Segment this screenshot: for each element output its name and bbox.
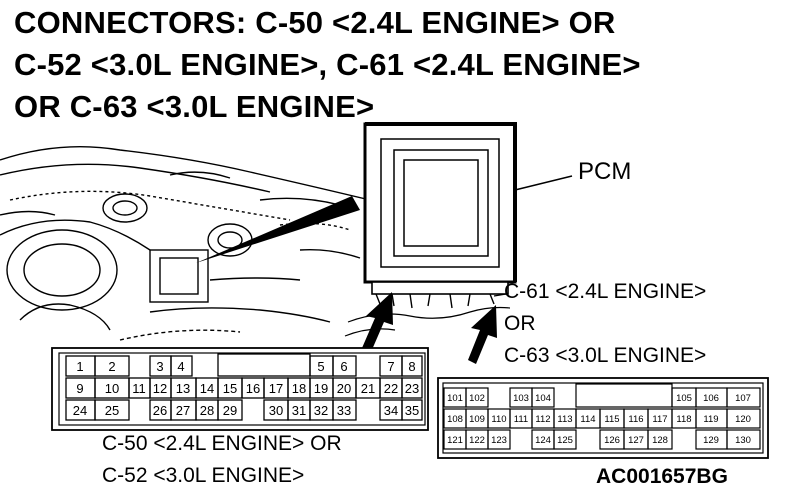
right-pin-119: 119 xyxy=(703,414,718,425)
right-pin-116: 116 xyxy=(628,414,643,425)
left-pin-24: 24 xyxy=(73,403,87,418)
left-pin-19: 19 xyxy=(314,381,328,396)
left-pin-27: 27 xyxy=(176,403,190,418)
left-pin-5: 5 xyxy=(317,359,324,374)
arrow-right-connector xyxy=(468,305,497,364)
arrow-left-connector xyxy=(362,292,393,352)
right-pin-123: 123 xyxy=(491,435,507,446)
right-pin-120: 120 xyxy=(735,414,751,425)
left-pin-10: 10 xyxy=(105,381,119,396)
left-pin-18: 18 xyxy=(292,381,306,396)
left-connector-label-2: C-52 <3.0L ENGINE> xyxy=(102,464,305,487)
right-pin-114: 114 xyxy=(580,414,595,425)
left-pin-16: 16 xyxy=(246,381,260,396)
title-line-3: OR C-63 <3.0L ENGINE> xyxy=(14,89,375,124)
left-pin-8: 8 xyxy=(408,359,415,374)
left-pin-31: 31 xyxy=(292,403,306,418)
right-pin-101: 101 xyxy=(447,393,463,404)
right-pin-105: 105 xyxy=(676,393,692,404)
right-pin-128: 128 xyxy=(652,435,668,446)
right-pin-107: 107 xyxy=(735,393,751,404)
right-pin-118: 118 xyxy=(676,414,691,425)
right-pin-112: 112 xyxy=(535,414,550,425)
left-pin-29: 29 xyxy=(223,403,237,418)
left-pin-15: 15 xyxy=(223,381,237,396)
left-pin-12: 12 xyxy=(153,381,167,396)
left-pin-14: 14 xyxy=(200,381,214,396)
left-pin-32: 32 xyxy=(314,403,328,418)
right-pin-110: 110 xyxy=(491,414,506,425)
right-connector-label-1: C-61 <2.4L ENGINE> xyxy=(504,280,707,303)
right-pin-104: 104 xyxy=(535,393,551,404)
right-pin-103: 103 xyxy=(513,393,529,404)
left-connector-label-1: C-50 <2.4L ENGINE> OR xyxy=(102,432,342,455)
dashboard-sketch xyxy=(0,145,371,341)
left-pin-4: 4 xyxy=(177,359,184,374)
left-pin-7: 7 xyxy=(387,359,394,374)
left-pin-17: 17 xyxy=(269,381,283,396)
left-pin-22: 22 xyxy=(384,381,398,396)
right-pin-122: 122 xyxy=(469,435,485,446)
left-pin-3: 3 xyxy=(156,359,163,374)
right-connector-label-or: OR xyxy=(504,312,536,335)
right-pin-124: 124 xyxy=(535,435,551,446)
left-pin-11: 11 xyxy=(132,381,146,396)
left-pin-34: 34 xyxy=(384,403,398,418)
title-line-2: C-52 <3.0L ENGINE>, C-61 <2.4L ENGINE> xyxy=(14,47,641,82)
left-pin-35: 35 xyxy=(405,403,419,418)
title-line-1: CONNECTORS: C-50 <2.4L ENGINE> OR xyxy=(14,5,616,40)
pointer-wedge xyxy=(196,196,360,263)
right-pin-106: 106 xyxy=(703,393,719,404)
right-pin-125: 125 xyxy=(557,435,573,446)
left-connector-face: 1 2 3 4 5 6 7 8 9 10 11 12 13 14 15 16 1… xyxy=(51,347,429,431)
pcm-label: PCM xyxy=(578,158,632,185)
right-pin-109: 109 xyxy=(469,414,485,425)
right-pin-115: 115 xyxy=(604,414,619,425)
right-pin-111: 111 xyxy=(514,414,528,425)
right-pin-130: 130 xyxy=(735,435,751,446)
right-connector-leader xyxy=(493,293,507,297)
right-pin-102: 102 xyxy=(469,393,485,404)
left-pin-1: 1 xyxy=(76,359,83,374)
left-pin-9: 9 xyxy=(76,381,83,396)
left-pin-2: 2 xyxy=(108,359,115,374)
left-pin-13: 13 xyxy=(176,381,190,396)
diagram-title: CONNECTORS: C-50 <2.4L ENGINE> OR C-52 <… xyxy=(14,2,794,128)
right-pin-108: 108 xyxy=(447,414,463,425)
figure-code: AC001657BG xyxy=(596,465,728,488)
right-connector-label-2: C-63 <3.0L ENGINE> xyxy=(504,344,707,367)
right-connector-face: 101 102 103 104 105 106 107 108 109 110 … xyxy=(437,377,769,459)
left-pin-20: 20 xyxy=(337,381,351,396)
right-pin-127: 127 xyxy=(628,435,644,446)
pcm-leader-line xyxy=(514,175,573,191)
right-pin-129: 129 xyxy=(703,435,719,446)
left-pin-33: 33 xyxy=(337,403,351,418)
left-pin-6: 6 xyxy=(340,359,347,374)
right-pin-121: 121 xyxy=(447,435,463,446)
left-pin-23: 23 xyxy=(405,381,419,396)
left-pin-30: 30 xyxy=(269,403,283,418)
left-pin-28: 28 xyxy=(200,403,214,418)
left-pin-25: 25 xyxy=(105,403,119,418)
left-pin-26: 26 xyxy=(153,403,167,418)
pcm-unit xyxy=(344,122,517,337)
left-pin-21: 21 xyxy=(361,381,375,396)
right-pin-117: 117 xyxy=(652,414,667,425)
right-pin-126: 126 xyxy=(604,435,620,446)
right-pin-113: 113 xyxy=(557,414,572,425)
